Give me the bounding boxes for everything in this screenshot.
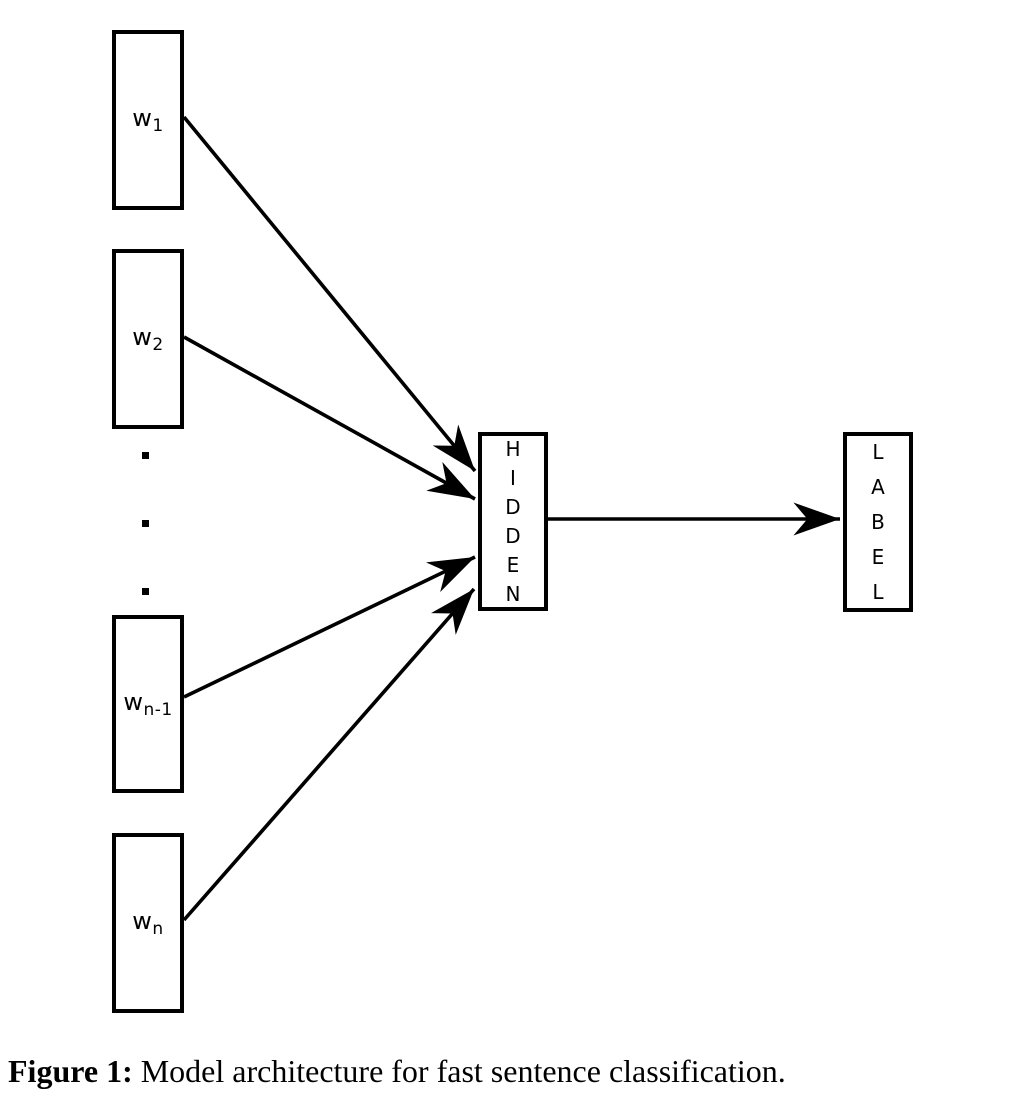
- arrow-wn1-to-hidden: [183, 555, 476, 699]
- input-label-base: w: [132, 906, 153, 935]
- input-box-w1: w1: [112, 30, 184, 210]
- arrow-wn-to-hidden: [182, 587, 476, 922]
- arrow-w1-to-hidden: [182, 115, 477, 473]
- ellipsis-dot: [142, 520, 149, 527]
- ellipsis-dot: [142, 588, 149, 595]
- hidden-layer-label: H I D D E N: [505, 436, 521, 606]
- input-box-w2: w2: [112, 249, 184, 429]
- output-label-box: L A B E L: [843, 432, 913, 612]
- input-label-base: w: [132, 103, 153, 132]
- hidden-layer-box: H I D D E N: [478, 432, 548, 611]
- input-label-subscript: 2: [152, 334, 164, 355]
- input-label-w2: w2: [132, 325, 163, 354]
- input-label-base: w: [132, 322, 153, 351]
- input-label-subscript: 1: [152, 115, 164, 136]
- input-label-subscript: n: [152, 918, 164, 939]
- input-label-wn: wn: [132, 909, 163, 938]
- input-box-wn: wn: [112, 833, 184, 1013]
- output-label-text: L A B E L: [871, 439, 885, 604]
- figure-caption: Figure 1: Model architecture for fast se…: [8, 1051, 1010, 1091]
- input-box-wn-1: wn-1: [112, 615, 184, 793]
- input-label-w1: w1: [132, 106, 163, 135]
- caption-label: Figure 1:: [8, 1053, 133, 1089]
- ellipsis-dot: [142, 452, 149, 459]
- input-label-wn-1: wn-1: [123, 690, 172, 719]
- arrow-w2-to-hidden: [183, 335, 476, 501]
- input-label-base: w: [123, 687, 144, 716]
- caption-text: Model architecture for fast sentence cla…: [132, 1053, 786, 1089]
- input-label-subscript: n-1: [143, 699, 173, 720]
